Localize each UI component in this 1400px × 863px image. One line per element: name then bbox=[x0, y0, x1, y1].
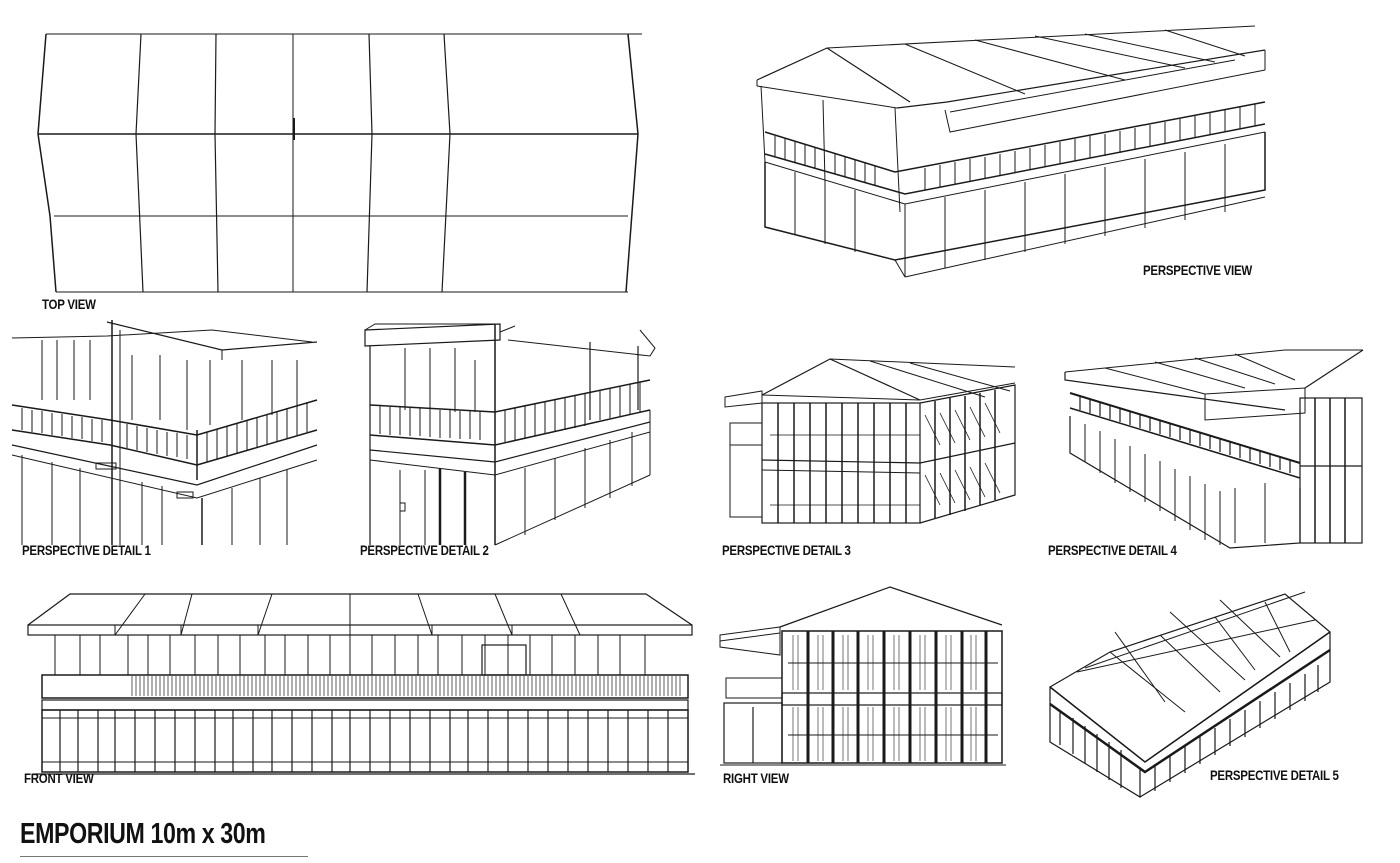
perspective-detail-2-drawing: PERSPECTIVE DETAIL 2 bbox=[360, 320, 660, 560]
perspective-detail-1-label: PERSPECTIVE DETAIL 1 bbox=[22, 542, 151, 558]
front-view-elevation-icon bbox=[27, 593, 695, 775]
detail-4-building-icon bbox=[1064, 349, 1364, 549]
perspective-detail-5-drawing: PERSPECTIVE DETAIL 5 bbox=[1045, 591, 1395, 807]
front-view-drawing: FRONT VIEW bbox=[20, 590, 700, 790]
top-view-plan-icon bbox=[37, 33, 642, 293]
perspective-view-drawing: PERSPECTIVE VIEW bbox=[745, 22, 1325, 287]
perspective-building-icon bbox=[756, 25, 1266, 278]
right-view-drawing: RIGHT VIEW bbox=[718, 583, 1008, 793]
right-view-label: RIGHT VIEW bbox=[723, 770, 789, 786]
top-view-drawing: TOP VIEW bbox=[30, 30, 642, 312]
perspective-detail-3-label: PERSPECTIVE DETAIL 3 bbox=[722, 542, 851, 558]
perspective-detail-4-drawing: PERSPECTIVE DETAIL 4 bbox=[1045, 348, 1365, 565]
detail-5-roof-icon bbox=[1048, 591, 1331, 799]
detail-2-balcony-icon bbox=[364, 323, 656, 546]
right-view-elevation-icon bbox=[719, 586, 1006, 766]
perspective-detail-4-label: PERSPECTIVE DETAIL 4 bbox=[1048, 542, 1177, 558]
top-view-label: TOP VIEW bbox=[42, 296, 96, 312]
detail-3-building-icon bbox=[724, 358, 1016, 524]
sheet-title: EMPORIUM 10m x 30m bbox=[20, 818, 266, 850]
perspective-detail-1-drawing: PERSPECTIVE DETAIL 1 bbox=[11, 320, 318, 560]
perspective-detail-5-label: PERSPECTIVE DETAIL 5 bbox=[1210, 767, 1339, 783]
front-view-label: FRONT VIEW bbox=[24, 770, 94, 786]
perspective-detail-2-label: PERSPECTIVE DETAIL 2 bbox=[360, 542, 489, 558]
detail-1-balcony-icon bbox=[11, 320, 318, 545]
perspective-view-label: PERSPECTIVE VIEW bbox=[1143, 262, 1252, 278]
title-underline bbox=[20, 856, 308, 857]
perspective-detail-3-drawing: PERSPECTIVE DETAIL 3 bbox=[720, 355, 1020, 565]
